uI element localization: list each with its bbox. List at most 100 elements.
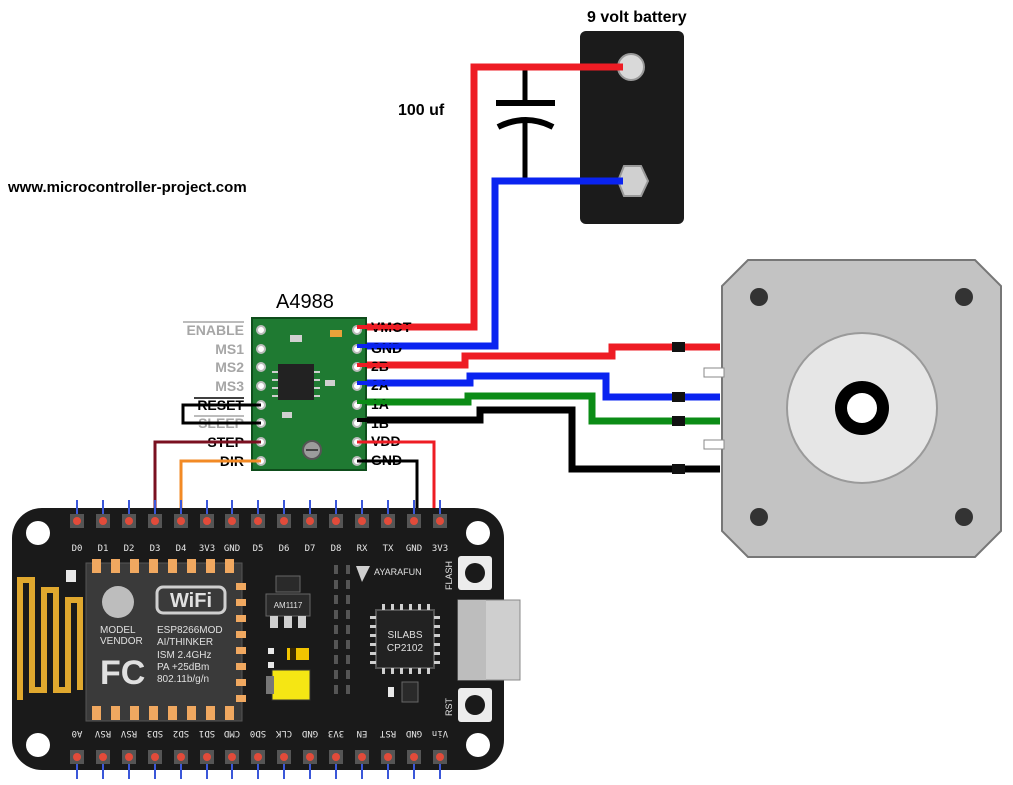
chip-pin [370, 625, 376, 628]
bottom-pin-labels: A0 RSV RSV SD3 SD2 SD1 CMD SD0 CLK GND 3… [72, 728, 449, 738]
driver-title: A4988 [276, 291, 334, 313]
motor-shaft [847, 393, 877, 423]
chip-pin [382, 668, 385, 674]
trace-dash [346, 610, 350, 619]
mcu-pin-sd0: SD0 [250, 728, 266, 738]
regulator-label: AM1117 [274, 601, 303, 610]
trace-dash [334, 580, 338, 589]
usb-uart-chip [375, 609, 435, 669]
pin-label-ms1: MS1 [215, 341, 244, 357]
module-pad [236, 583, 246, 590]
trace-dash [346, 565, 350, 574]
fc-logo: FC [100, 654, 145, 692]
trace-dash [346, 685, 350, 694]
header-pin [436, 517, 444, 525]
mcu-pin-d7: D7 [305, 544, 316, 554]
top-pin-leads [76, 500, 441, 514]
wifi-logo [155, 585, 227, 615]
antenna-icon [17, 577, 83, 700]
mcu-pin-d1: D1 [98, 544, 109, 554]
chip-pin [418, 604, 421, 610]
chip-pin [427, 604, 430, 610]
header-pin [280, 753, 288, 761]
trace-dash [334, 670, 338, 679]
header-pin [73, 517, 81, 525]
mcu-pin-gnd-c: GND [302, 728, 318, 738]
mcu-pin-rx: RX [357, 544, 368, 554]
chip-pin [427, 668, 430, 674]
mcu-pin-vin: Vin [432, 728, 448, 738]
module-pad [149, 559, 158, 573]
module-pad [236, 679, 246, 686]
header-pin [280, 517, 288, 525]
mcu-pin-clk: CLK [275, 728, 292, 738]
module-model: MODEL [100, 625, 136, 636]
chip-pin [370, 652, 376, 655]
a4988-driver [251, 317, 367, 471]
trace-dash [334, 610, 338, 619]
mcu-pin-sd2: SD2 [173, 728, 189, 738]
driver-right-pin-labels: VMOT GND 2B 2A 1A 1B VDD GND [371, 319, 412, 468]
trace-dash [346, 655, 350, 664]
mcu-pin-rst: RST [379, 728, 396, 738]
header-pin [306, 753, 314, 761]
motor-wires [357, 342, 720, 474]
module-spec-4: PA +25dBm [157, 662, 209, 673]
chip-pin [370, 616, 376, 619]
top-pin-labels: D0 D1 D2 D3 D4 3V3 GND D5 D6 D7 D8 RX TX… [72, 544, 449, 554]
module-pad [92, 706, 101, 720]
brand-label: AYARAFUN [374, 567, 422, 577]
pin-label-enable: ENABLE [186, 322, 244, 338]
mcu-pin-gnd-b: GND [406, 544, 422, 554]
chip-pin [434, 652, 440, 655]
usb-chip-line2: CP2102 [387, 643, 424, 654]
nodemcu-board: D0 D1 D2 D3 D4 3V3 GND D5 D6 D7 D8 RX TX… [12, 508, 521, 770]
mount-hole [466, 733, 490, 757]
flash-button-cap[interactable] [465, 563, 485, 583]
header-pin [151, 753, 159, 761]
header-pin [410, 753, 418, 761]
trace-dash [346, 595, 350, 604]
mcu-pin-3v3-a: 3V3 [199, 544, 215, 554]
header-pin [177, 517, 185, 525]
header-pin [358, 753, 366, 761]
mcu-pin-3v3-b: 3V3 [432, 544, 448, 554]
header-pin [254, 753, 262, 761]
mcu-pin-d4: D4 [176, 544, 187, 554]
module-pad [206, 559, 215, 573]
mcu-pin-rsv-a: RSV [94, 728, 111, 738]
capacitor [496, 70, 555, 178]
reset-sleep-jumper [181, 403, 261, 425]
bottom-pin-leads [76, 764, 441, 779]
module-pad [111, 559, 120, 573]
mcu-pin-a0: A0 [72, 728, 83, 738]
mcu-pin-d5: D5 [253, 544, 264, 554]
module-pad [130, 559, 139, 573]
chip-pin [418, 668, 421, 674]
module-pad [236, 599, 246, 606]
trace-dash [346, 580, 350, 589]
trace-dash [346, 670, 350, 679]
header-pin [228, 753, 236, 761]
top-header-pads [70, 514, 447, 528]
chip-pin [434, 616, 440, 619]
mcu-pin-gnd-d: GND [406, 728, 422, 738]
usb-chip-line1: SILABS [387, 630, 422, 641]
mount-hole [26, 521, 50, 545]
module-pad [225, 559, 234, 573]
capacitor-tantalum [271, 669, 311, 701]
chip-pin [434, 643, 440, 646]
rst-button-cap[interactable] [465, 695, 485, 715]
stepper-motor [703, 259, 1002, 558]
rst-label: RST [444, 697, 454, 716]
trace-dash [334, 640, 338, 649]
module-pad [236, 695, 246, 702]
header-pin [151, 517, 159, 525]
module-pad [225, 706, 234, 720]
battery-body [580, 31, 684, 224]
mcu-pin-en: EN [357, 728, 368, 738]
trace-dash [346, 625, 350, 634]
header-pin [436, 753, 444, 761]
module-spec-2: AI/THINKER [157, 637, 213, 648]
chip-pin [409, 668, 412, 674]
